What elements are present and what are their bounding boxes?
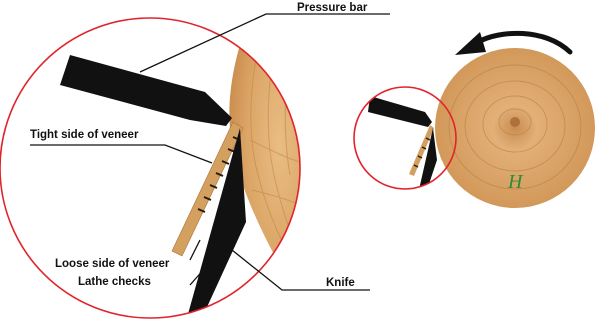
wood-log-section [229,0,320,322]
tight-side-leader [30,145,212,163]
zoom-detail [0,0,320,322]
log-pith [510,117,520,127]
pressure-bar [60,55,232,126]
log-mark-letter: H [507,171,524,193]
label-lathe-checks: Lathe checks [78,276,151,288]
pressure-bar-leader [140,14,390,72]
label-pressure-bar: Pressure bar [297,2,368,14]
label-loose-side: Loose side of veneer [55,258,170,270]
log-overview: H [435,48,595,208]
label-knife: Knife [326,277,355,289]
loose-side-leader [190,240,200,260]
label-tight-side: Tight side of veneer [30,129,139,141]
